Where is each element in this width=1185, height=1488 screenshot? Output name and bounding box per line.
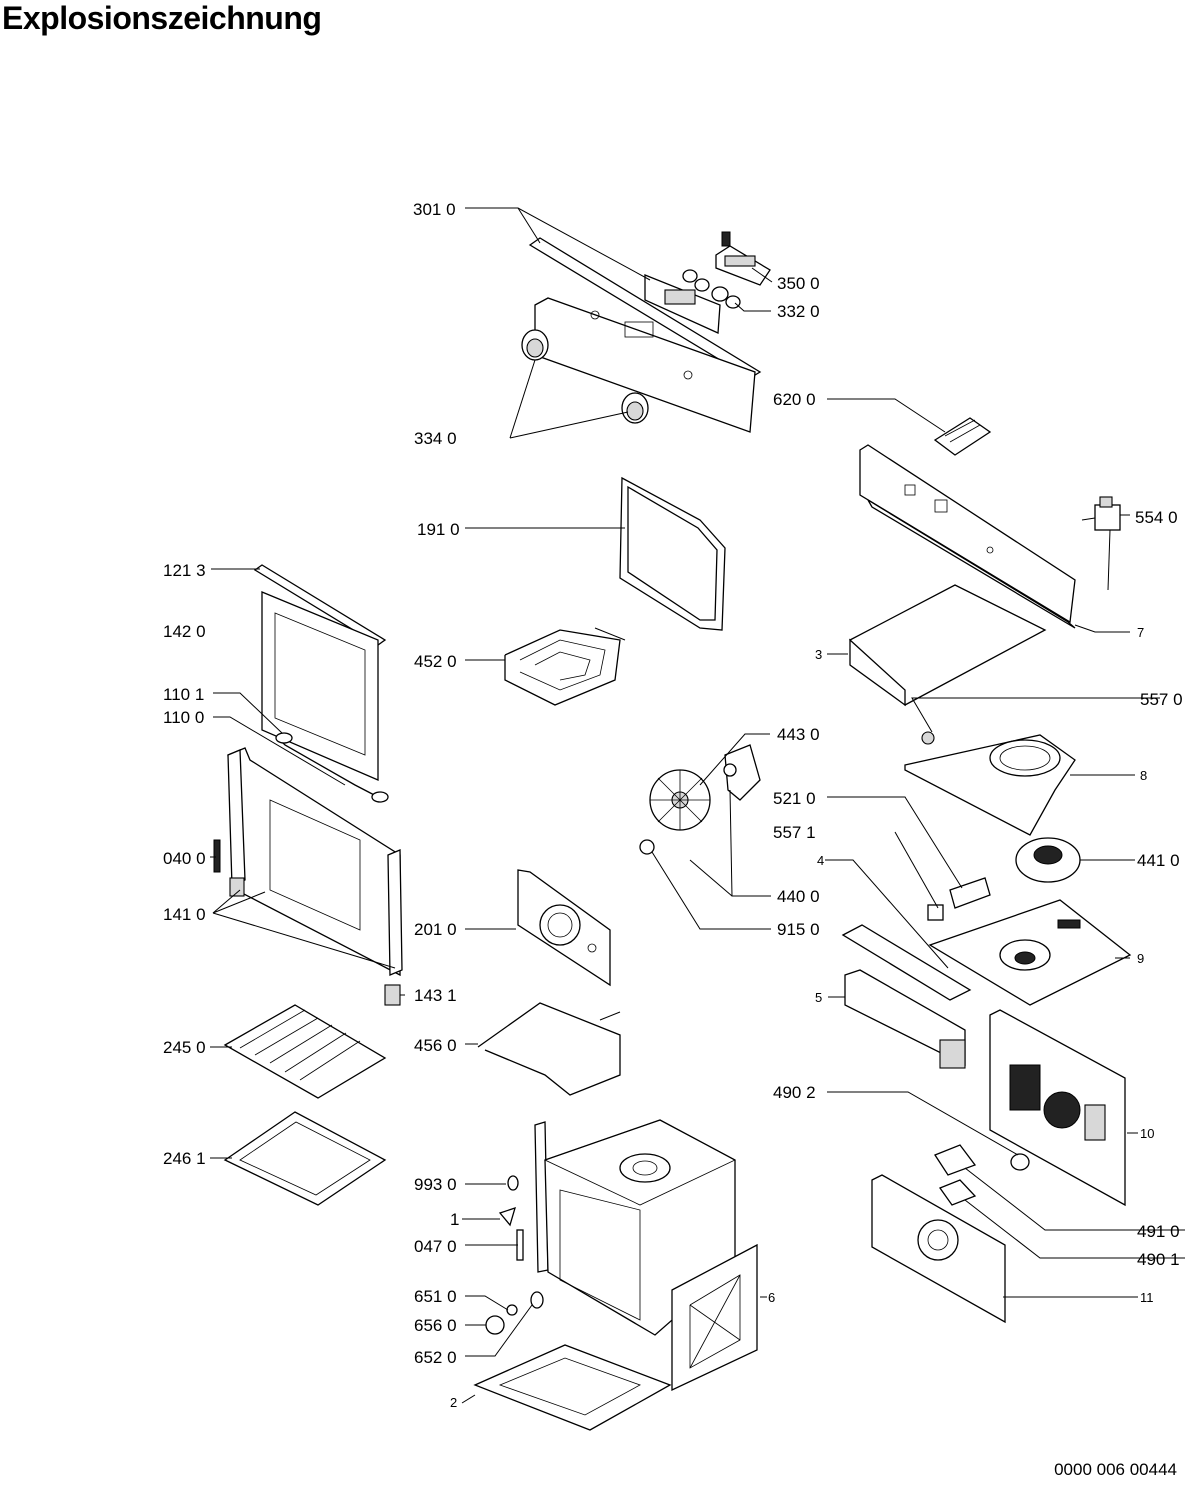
baking-tray xyxy=(223,1111,387,1206)
label-143-1: 143 1 xyxy=(414,986,457,1005)
door-handle xyxy=(275,732,389,803)
label-557-0: 557 0 xyxy=(1140,690,1183,709)
label-332-0: 332 0 xyxy=(777,302,820,321)
door-hinge xyxy=(213,839,221,873)
label-1: 1 xyxy=(450,1210,459,1229)
label-121-3: 121 3 xyxy=(163,561,206,580)
terminal-block xyxy=(933,417,992,456)
screw xyxy=(507,1175,519,1191)
label-456-0: 456 0 xyxy=(414,1036,457,1055)
label-334-0: 334 0 xyxy=(414,429,457,448)
wire-shelf xyxy=(223,1004,387,1099)
display-bracket xyxy=(644,274,721,334)
lamp-glass xyxy=(498,1206,516,1227)
label-993-0: 993 0 xyxy=(414,1175,457,1194)
door-top-rail xyxy=(253,564,387,646)
label-651-0: 651 0 xyxy=(414,1287,457,1306)
page-title: Explosionszeichnung xyxy=(2,0,322,36)
label-3: 3 xyxy=(815,647,822,662)
label-915-0: 915 0 xyxy=(777,920,820,939)
oven-top-cover xyxy=(928,899,1132,1006)
label-141-0: 141 0 xyxy=(163,905,206,924)
lower-heating-element xyxy=(477,1002,621,1096)
control-knobs xyxy=(521,329,649,424)
label-191-0: 191 0 xyxy=(417,520,460,539)
label-521-0: 521 0 xyxy=(773,789,816,808)
label-9: 9 xyxy=(1137,951,1144,966)
fan-wheel xyxy=(649,769,711,831)
rear-frame-panel xyxy=(859,444,1076,629)
label-5: 5 xyxy=(815,990,822,1005)
rear-panel xyxy=(989,1009,1126,1207)
control-panel-strip xyxy=(528,237,762,379)
label-6: 6 xyxy=(768,1290,775,1305)
label-11: 11 xyxy=(1140,1290,1154,1305)
side-bracket xyxy=(844,969,966,1069)
label-452-0: 452 0 xyxy=(414,652,457,671)
document-number: 0000 006 00444 xyxy=(1054,1460,1177,1479)
label-7: 7 xyxy=(1137,625,1144,640)
label-142-0: 142 0 xyxy=(163,622,206,641)
oven-back-frame xyxy=(671,1243,758,1392)
label-040-0: 040 0 xyxy=(163,849,206,868)
fan-cover xyxy=(517,869,611,987)
lamp-holder xyxy=(938,1179,977,1206)
label-4: 4 xyxy=(817,853,824,868)
label-246-1: 246 1 xyxy=(163,1149,206,1168)
cooling-duct-cover xyxy=(848,584,1047,707)
label-490-2: 490 2 xyxy=(773,1083,816,1102)
temperature-limiter xyxy=(927,904,944,921)
label-301-0: 301 0 xyxy=(413,200,456,219)
fan-motor xyxy=(723,744,761,801)
label-110-1: 110 1 xyxy=(163,685,204,704)
label-557-1: 557 1 xyxy=(773,823,816,842)
tangential-fan xyxy=(1015,837,1081,883)
lamp-cover xyxy=(1010,1153,1030,1171)
label-110-0: 110 0 xyxy=(163,708,204,727)
door-gasket xyxy=(619,476,726,631)
cooling-fan-housing xyxy=(904,731,1076,836)
door-catch xyxy=(384,984,401,1006)
back-cover xyxy=(871,1174,1006,1324)
door-outer-glass xyxy=(261,591,379,781)
label-652-0: 652 0 xyxy=(414,1348,457,1367)
label-047-0: 047 0 xyxy=(414,1237,457,1256)
label-554-0: 554 0 xyxy=(1135,508,1178,527)
door-switch xyxy=(949,877,991,909)
label-2: 2 xyxy=(450,1395,457,1410)
label-10: 10 xyxy=(1140,1126,1154,1141)
label-656-0: 656 0 xyxy=(414,1316,457,1335)
side-trim-strip xyxy=(841,924,972,1001)
label-8: 8 xyxy=(1140,768,1147,783)
lamp-socket xyxy=(934,1144,977,1176)
inner-door-frame xyxy=(227,747,403,977)
lamp-parts xyxy=(485,1291,544,1335)
label-620-0: 620 0 xyxy=(773,390,816,409)
label-490-1: 490 1 xyxy=(1137,1250,1180,1269)
label-491-0: 491 0 xyxy=(1137,1222,1180,1241)
bottom-plate xyxy=(473,1344,672,1431)
electronic-module xyxy=(715,231,771,286)
thermostat xyxy=(1081,496,1121,591)
fan-nut xyxy=(639,839,655,855)
label-443-0: 443 0 xyxy=(777,725,820,744)
label-350-0: 350 0 xyxy=(777,274,820,293)
grill-heating-element xyxy=(504,627,626,706)
leader-lines xyxy=(210,207,1185,1404)
label-245-0: 245 0 xyxy=(163,1038,206,1057)
label-440-0: 440 0 xyxy=(777,887,820,906)
label-441-0: 441 0 xyxy=(1137,851,1180,870)
label-201-0: 201 0 xyxy=(414,920,457,939)
